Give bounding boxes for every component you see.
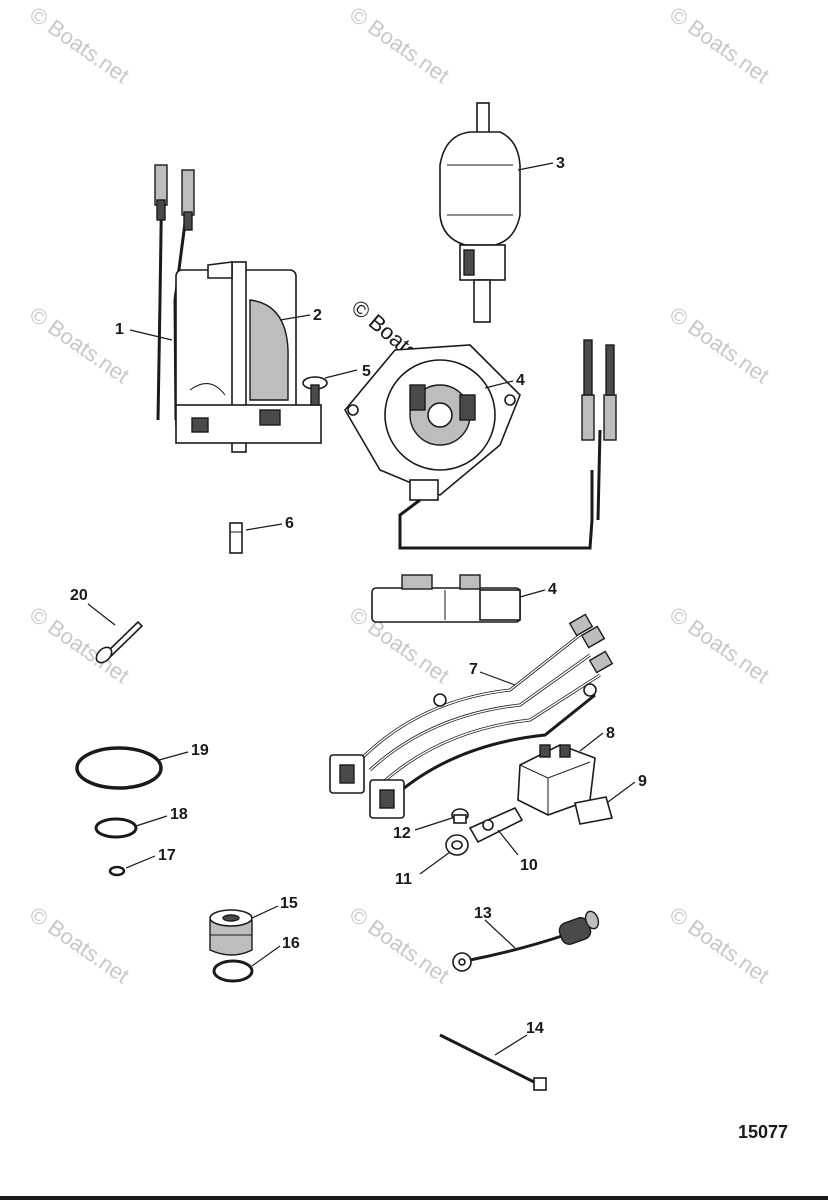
part-12-nut[interactable] <box>451 808 469 824</box>
leader-line <box>158 751 189 761</box>
part-14-cable-tie[interactable] <box>439 1033 547 1091</box>
part-16-o-ring[interactable] <box>212 959 254 983</box>
watermark: © Boats.net <box>665 302 774 389</box>
callout-16: 16 <box>282 935 300 952</box>
part-10-bracket[interactable] <box>468 806 524 844</box>
callout-19: 19 <box>191 742 209 759</box>
callout-10: 10 <box>520 857 538 874</box>
watermark: © Boats.net <box>665 2 774 89</box>
callout-6: 6 <box>285 515 294 532</box>
callout-14: 14 <box>526 1020 544 1037</box>
leader-line <box>125 855 156 869</box>
callout-7: 7 <box>469 661 478 678</box>
bottom-rule <box>0 1196 828 1200</box>
leader-line <box>324 369 358 379</box>
part-7-wiring-harness[interactable] <box>329 613 614 819</box>
leader-line <box>414 817 453 831</box>
part-13-ground-lead[interactable] <box>452 909 601 972</box>
callout-20: 20 <box>70 587 88 604</box>
leader-line <box>419 851 451 875</box>
watermark: © Boats.net <box>25 302 134 389</box>
diagram-number: 15077 <box>738 1122 789 1142</box>
watermark: © Boats.net <box>25 2 134 89</box>
leader-line <box>479 671 516 686</box>
part-18-ring[interactable] <box>94 817 138 839</box>
leader-line <box>579 732 604 752</box>
part-9-pad[interactable] <box>574 796 614 825</box>
leader-line <box>279 314 311 321</box>
part-3-armature[interactable] <box>439 102 521 323</box>
leader-line <box>135 815 168 827</box>
callout-4-lower: 4 <box>548 581 557 598</box>
callout-3: 3 <box>556 155 565 172</box>
callout-2: 2 <box>313 307 322 324</box>
leader-line <box>517 162 554 171</box>
part-8-relay[interactable] <box>517 744 596 816</box>
callout-1: 1 <box>115 321 124 338</box>
part-11-grommet[interactable] <box>445 834 469 856</box>
part-15-bushing[interactable] <box>209 909 253 956</box>
leader-line <box>484 380 514 389</box>
part-4-end-cap[interactable] <box>344 339 617 550</box>
callout-15: 15 <box>280 895 298 912</box>
callout-13: 13 <box>474 905 492 922</box>
leader-line <box>251 905 279 919</box>
callout-17: 17 <box>158 847 176 864</box>
callout-18: 18 <box>170 806 188 823</box>
leader-lines <box>87 162 636 1056</box>
leader-line <box>607 781 636 803</box>
part-20-bolt[interactable] <box>93 620 144 666</box>
watermark: © Boats.net <box>345 2 454 89</box>
callout-4: 4 <box>516 372 525 389</box>
part-6-pin[interactable] <box>229 522 243 554</box>
watermark: © Boats.net <box>25 902 134 989</box>
callout-11: 11 <box>395 871 412 888</box>
leader-line <box>129 329 173 341</box>
part-1-2-motor-assembly[interactable] <box>154 164 322 453</box>
part-19-large-o-ring[interactable] <box>75 746 163 790</box>
callout-labels: 1 2 3 4 5 6 4 7 8 9 10 11 12 13 14 15 16… <box>70 155 647 1037</box>
callout-5: 5 <box>362 363 371 380</box>
callout-9: 9 <box>638 773 647 790</box>
leader-line <box>484 919 516 949</box>
callout-8: 8 <box>606 725 615 742</box>
part-4-brush-holder[interactable] <box>371 574 521 623</box>
leader-line <box>251 945 281 967</box>
watermark: © Boats.net <box>665 602 774 689</box>
watermark: © Boats.net <box>665 902 774 989</box>
leader-line <box>494 1034 528 1056</box>
leader-line <box>245 523 283 531</box>
callout-12: 12 <box>393 825 411 842</box>
leader-line <box>519 589 546 598</box>
part-17-small-ring[interactable] <box>108 865 126 877</box>
part-5-screw[interactable] <box>302 376 328 406</box>
leader-line <box>497 829 519 856</box>
leader-line <box>87 603 116 626</box>
watermark: © Boats.net <box>345 902 454 989</box>
